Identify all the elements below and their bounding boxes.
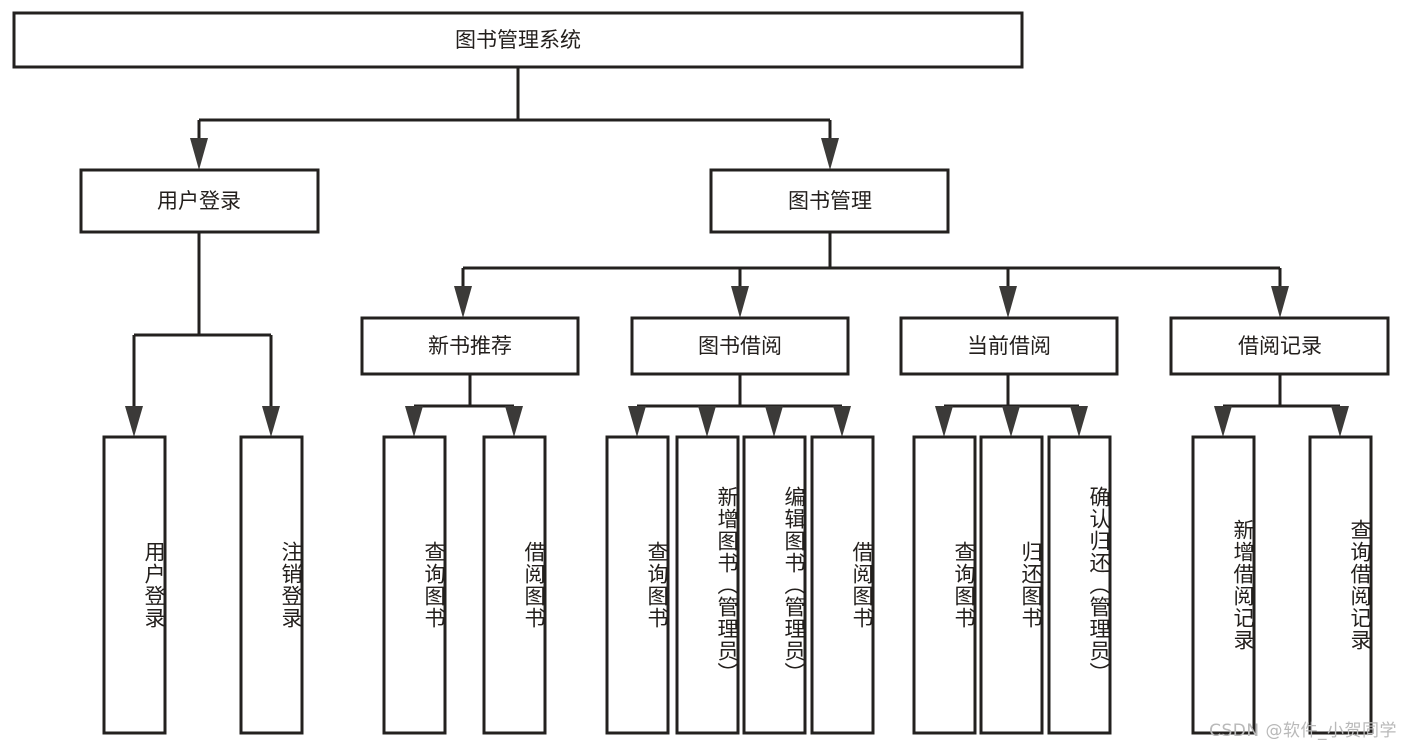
connector-group-book-borrow-children xyxy=(628,374,851,437)
node-leaf-return-book-rect[interactable] xyxy=(979,435,1044,735)
node-leaf-query-book-2-rect[interactable] xyxy=(605,435,670,735)
node-leaf-user-login-rect[interactable] xyxy=(102,435,167,735)
node-leaf-query-book-1-rect[interactable] xyxy=(382,435,447,735)
arrow-head-leaf-query-book-2 xyxy=(628,406,646,437)
connector-group-current-borrow-children xyxy=(935,374,1088,437)
arrow-head-current-borrow xyxy=(999,286,1017,318)
node-current-borrow-rect[interactable] xyxy=(899,316,1119,376)
arrow-head-leaf-logout xyxy=(262,406,280,437)
node-leaf-borrow-book-2-rect[interactable] xyxy=(810,435,875,735)
node-book-manage-rect[interactable] xyxy=(709,168,950,234)
node-current-borrow-label: 当前借阅 xyxy=(967,334,1051,358)
node-root-label: 图书管理系统 xyxy=(455,28,581,52)
arrow-head-borrow-record xyxy=(1271,286,1289,318)
arrow-head-leaf-query-book-1 xyxy=(405,406,423,437)
arrow-head-leaf-add-book xyxy=(698,406,716,437)
node-user-login[interactable]: 用户登录 xyxy=(79,168,320,234)
connector-group-new-book-children xyxy=(405,374,523,437)
node-leaf-borrow-book-1-rect[interactable] xyxy=(482,435,547,735)
arrow-head-book-manage xyxy=(821,138,839,170)
node-leaf-query-book-3-rect[interactable] xyxy=(912,435,977,735)
node-new-book-recommend-rect[interactable] xyxy=(360,316,580,376)
node-book-manage-label: 图书管理 xyxy=(788,189,872,213)
arrow-head-new-book-recommend xyxy=(454,286,472,318)
node-root-rect[interactable] xyxy=(12,11,1024,69)
arrow-head-leaf-add-record xyxy=(1214,406,1232,437)
node-book-borrow[interactable]: 图书借阅 xyxy=(630,316,850,376)
node-user-login-rect[interactable] xyxy=(79,168,320,234)
node-leaf-edit-book-rect[interactable] xyxy=(742,435,807,735)
arrow-head-leaf-confirm-return xyxy=(1070,406,1088,437)
arrow-head-book-borrow xyxy=(731,286,749,318)
arrow-head-leaf-query-record xyxy=(1331,406,1349,437)
arrow-head-leaf-borrow-book-1 xyxy=(505,406,523,437)
node-book-manage[interactable]: 图书管理 xyxy=(709,168,950,234)
node-root[interactable]: 图书管理系统 xyxy=(12,11,1024,69)
node-new-book-recommend[interactable]: 新书推荐 xyxy=(360,316,580,376)
node-book-borrow-rect[interactable] xyxy=(630,316,850,376)
node-borrow-record-rect[interactable] xyxy=(1169,316,1390,376)
connector-group-root-to-level2 xyxy=(190,67,839,170)
arrow-head-leaf-return-book xyxy=(1002,406,1020,437)
node-new-book-recommend-label: 新书推荐 xyxy=(428,334,512,358)
connector-group-book-manage-children xyxy=(454,232,1289,318)
arrow-head-user-login xyxy=(190,138,208,170)
node-leaf-add-record-rect[interactable] xyxy=(1191,435,1256,735)
node-borrow-record-label: 借阅记录 xyxy=(1238,334,1322,358)
node-book-borrow-label: 图书借阅 xyxy=(698,334,782,358)
node-leaf-logout-rect[interactable] xyxy=(239,435,304,735)
arrow-head-leaf-user-login xyxy=(125,406,143,437)
arrow-head-leaf-edit-book xyxy=(765,406,783,437)
connector-group-user-login-children xyxy=(125,232,280,437)
connector-group-borrow-record-children xyxy=(1214,374,1349,437)
node-leaf-query-record-rect[interactable] xyxy=(1308,435,1373,735)
node-borrow-record[interactable]: 借阅记录 xyxy=(1169,316,1390,376)
node-leaf-add-book-rect[interactable] xyxy=(675,435,740,735)
arrow-head-leaf-query-book-3 xyxy=(935,406,953,437)
node-current-borrow[interactable]: 当前借阅 xyxy=(899,316,1119,376)
watermark-label: CSDN @软件_小贺同学 xyxy=(1209,721,1397,741)
node-leaf-confirm-return-rect[interactable] xyxy=(1047,435,1112,735)
arrow-head-leaf-borrow-book-2 xyxy=(833,406,851,437)
node-user-login-label: 用户登录 xyxy=(157,189,241,213)
